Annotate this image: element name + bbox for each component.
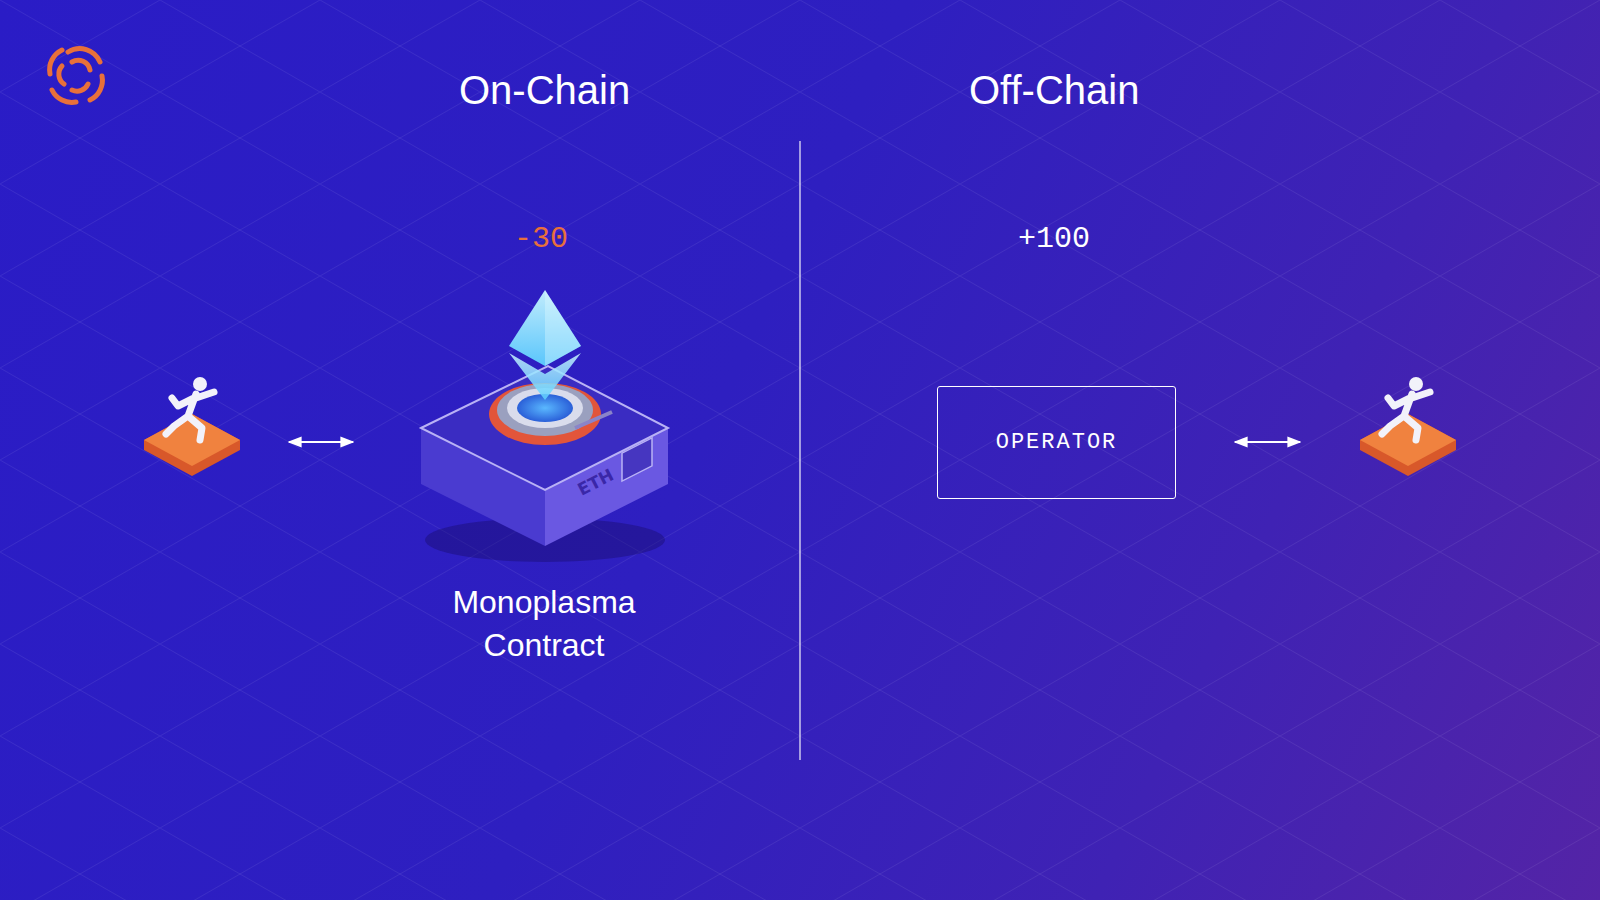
user-figure: [144, 377, 240, 476]
logo: [50, 49, 103, 103]
operator-box: OPERATOR: [937, 386, 1176, 499]
column-heading: Off-Chain: [969, 68, 1139, 112]
balance-change: -30: [514, 223, 568, 256]
double-arrow: [289, 441, 353, 443]
divider: [799, 141, 801, 760]
user-figure: [1360, 377, 1456, 476]
balance-change: +100: [1018, 223, 1090, 256]
contract-machine: [421, 290, 668, 562]
node-label: OPERATOR: [996, 430, 1118, 455]
contract-caption: Monoplasma Contract: [394, 581, 694, 667]
column-heading: On-Chain: [459, 68, 630, 112]
double-arrow: [1235, 441, 1300, 443]
